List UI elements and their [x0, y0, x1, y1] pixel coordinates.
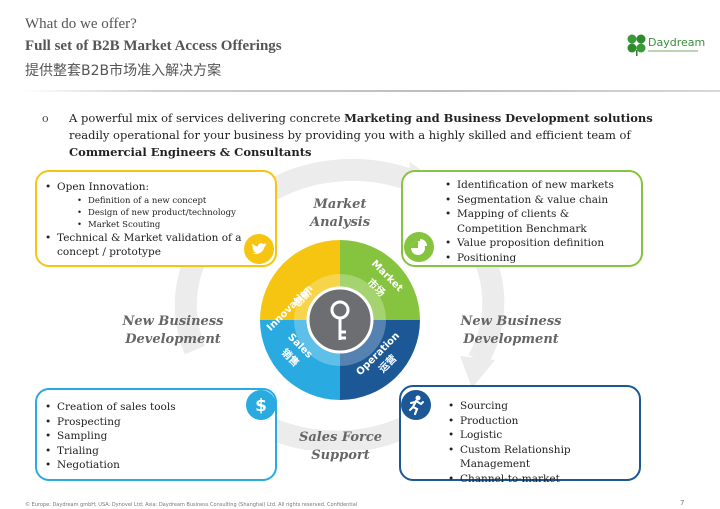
list-item: Custom Relationship Management [446, 443, 631, 472]
label-line: New Business [460, 314, 562, 329]
dollar-icon: $ [246, 390, 276, 420]
list-item: Prospecting [43, 415, 269, 430]
innovation-list: Open Innovation: Definition of a new con… [43, 180, 269, 260]
footer-copyright: © Europe: Daydream gmbH; USA: Dynovel Lt… [25, 502, 358, 508]
list-item: Technical & Market validation of a conce… [43, 231, 269, 260]
intro-text-part: readily operational for your business by… [69, 128, 631, 142]
clover-logo-icon [627, 34, 646, 56]
logo-text: Daydream [648, 36, 706, 49]
intro-bold-part: Commercial Engineers & Consultants [69, 145, 312, 159]
sub-list-item: Design of new product/technology [43, 207, 269, 219]
list-item: Positioning [443, 251, 633, 266]
label-line: Development [463, 332, 559, 347]
list-item: Production [446, 414, 631, 429]
label-line: Sales Force [298, 430, 383, 445]
label-line: Development [125, 332, 221, 347]
intro-bullet: o [42, 112, 49, 125]
list-item: Value proposition definition [443, 236, 633, 251]
svg-text:$: $ [255, 396, 267, 416]
key-icon [330, 300, 350, 340]
title-divider [20, 90, 720, 92]
operation-list: Sourcing Production Logistic Custom Rela… [446, 399, 631, 486]
sub-list-item: Definition of a new concept [43, 195, 269, 207]
innovation-box: Open Innovation: Definition of a new con… [35, 170, 277, 267]
list-item: Trialing [43, 444, 269, 459]
list-item: Segmentation & value chain [443, 193, 633, 208]
sales-list: Creation of sales tools Prospecting Samp… [43, 400, 269, 473]
list-item: Logistic [446, 428, 631, 443]
list-item: Open Innovation: [43, 180, 269, 195]
market-box: Identification of new markets Segmentati… [401, 170, 643, 267]
operation-box: Sourcing Production Logistic Custom Rela… [399, 385, 641, 486]
list-item: Sourcing [446, 399, 631, 414]
list-item: Mapping of clients & Competition Benchma… [443, 207, 633, 236]
logo-underline [648, 50, 698, 52]
sub-list-item: Market Scouting [43, 219, 269, 231]
daydream-logo: Daydream [626, 33, 706, 57]
list-item: Negotiation [43, 458, 269, 473]
new-business-left-label: New Business Development [118, 313, 228, 349]
label-line: Market [313, 197, 367, 212]
market-list: Identification of new markets Segmentati… [443, 178, 633, 265]
intro-text-part: A powerful mix of services delivering co… [69, 111, 345, 125]
pie-chart-icon [404, 232, 434, 262]
running-man-icon [401, 390, 431, 420]
page-number: 7 [680, 499, 685, 507]
page-subtitle: What do we offer? [25, 16, 137, 32]
page-title: Full set of B2B Market Access Offerings [25, 38, 282, 54]
sales-force-label: Sales Force Support [293, 429, 388, 465]
intro-text: A powerful mix of services delivering co… [69, 110, 659, 161]
list-item: Identification of new markets [443, 178, 633, 193]
sales-box: Creation of sales tools Prospecting Samp… [35, 388, 277, 481]
new-business-right-label: New Business Development [456, 313, 566, 349]
page-title-chinese: 提供整套B2B市场准入解决方案 [25, 63, 222, 79]
list-item: Creation of sales tools [43, 400, 269, 415]
label-line: Analysis [309, 215, 371, 230]
intro-bold-part: Marketing and Business Development solut… [344, 111, 653, 125]
market-analysis-label: Market Analysis [300, 196, 380, 232]
list-item: Sampling [43, 429, 269, 444]
label-line: New Business [122, 314, 224, 329]
list-item: Channel-to-market [446, 472, 631, 487]
label-line: Support [311, 448, 370, 463]
twitter-bird-icon [244, 234, 274, 264]
